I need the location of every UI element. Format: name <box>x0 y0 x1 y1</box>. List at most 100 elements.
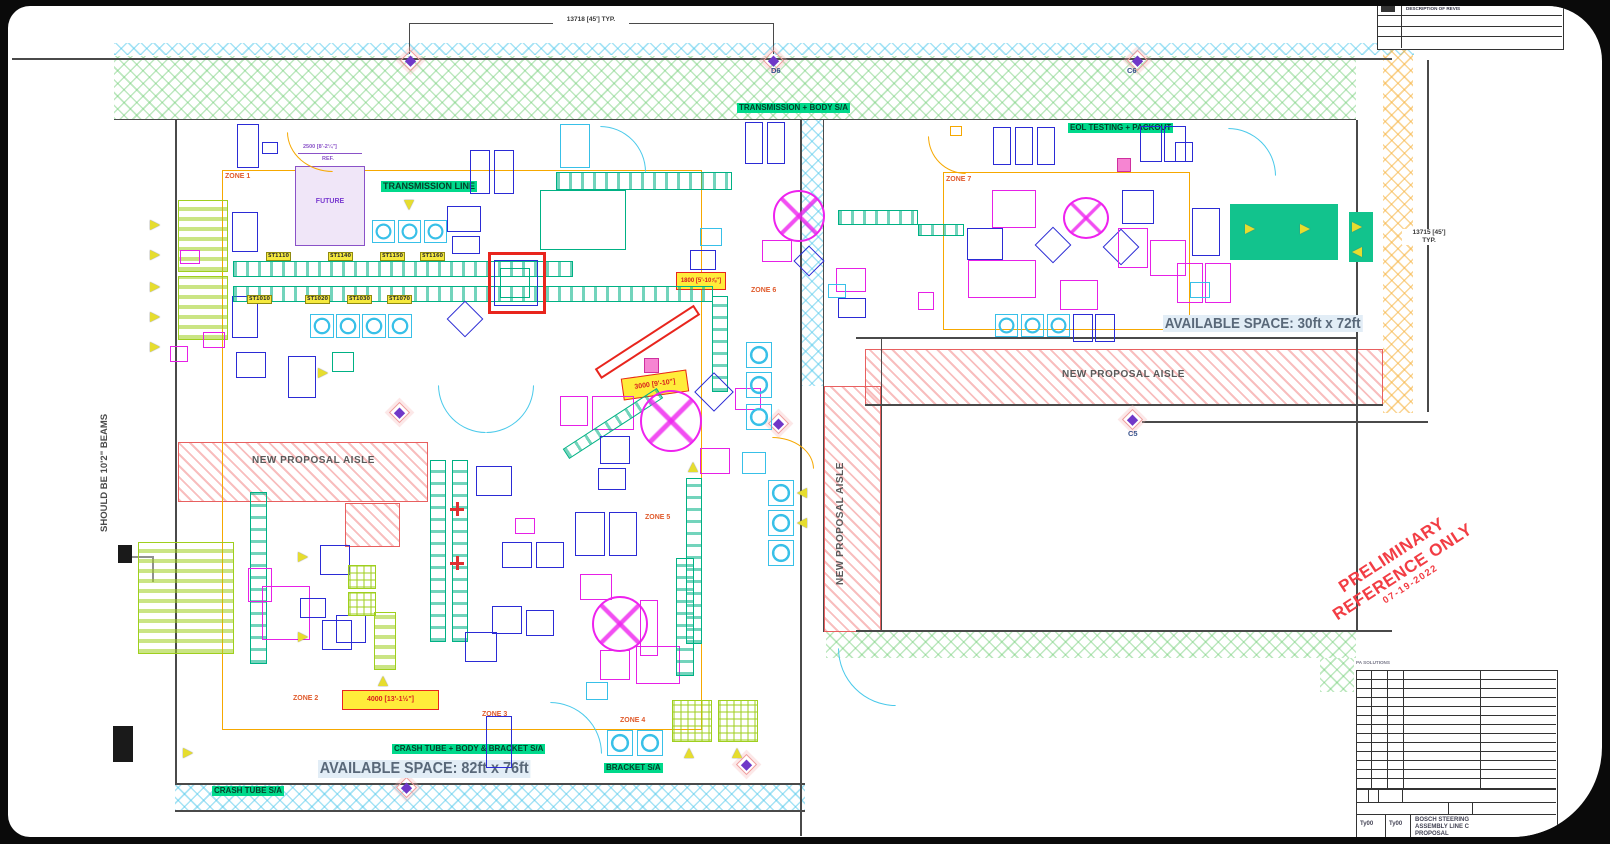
wall-line <box>1356 120 1358 632</box>
wall-line <box>823 120 824 632</box>
machine-block <box>447 206 481 232</box>
flow-arrow-icon <box>298 552 308 562</box>
conveyor <box>556 172 732 190</box>
title-block-cell: Ty00 <box>1389 821 1403 827</box>
door-swing-icon <box>600 126 646 172</box>
table-line <box>1356 724 1556 725</box>
grid-marker-label: D6 <box>771 66 781 75</box>
machine-block <box>918 292 934 310</box>
door-swing-icon <box>1228 128 1276 176</box>
machine-block <box>236 352 266 378</box>
wall-line <box>12 58 1392 60</box>
grid-marker-icon <box>1121 408 1144 431</box>
machine-block <box>967 228 1003 260</box>
machine-block <box>992 190 1036 228</box>
table-line <box>1377 26 1562 27</box>
flow-arrow-icon <box>732 748 742 758</box>
grid-marker-label: C6 <box>1127 66 1137 75</box>
machine-block <box>560 124 590 168</box>
wall-line <box>800 783 802 836</box>
aisle-label: NEW PROPOSAL AISLE <box>252 455 375 466</box>
table-line <box>1356 715 1556 716</box>
machine-block <box>560 396 588 426</box>
pallet-rack <box>138 542 234 654</box>
grid-marker-label: C5 <box>1128 429 1138 438</box>
pallet-station <box>362 314 386 338</box>
preliminary-stamp: PRELIMINARY REFERENCE ONLY 07-19-2022 <box>1304 494 1496 643</box>
machine-block <box>1190 282 1210 298</box>
machine-block <box>476 466 512 496</box>
table-line <box>1480 670 1481 788</box>
wall-line <box>175 810 805 812</box>
aisle-area <box>345 503 400 547</box>
grid-line <box>1142 421 1428 423</box>
table-line <box>1472 802 1473 814</box>
machine-block <box>767 122 785 164</box>
hatch-area <box>826 632 1356 658</box>
pallet-station <box>746 372 772 398</box>
machine-block <box>178 276 228 340</box>
table-line <box>1356 679 1556 680</box>
table-line <box>1385 814 1386 837</box>
table-line <box>1356 788 1556 790</box>
area-label: TRANSMISSION LINE <box>381 181 478 193</box>
machine-block <box>762 240 792 262</box>
pallet-station <box>746 342 772 368</box>
machine-block <box>742 452 766 474</box>
column-line <box>118 556 154 558</box>
machine-block <box>170 346 188 362</box>
station-tag: ST1020 <box>305 295 330 304</box>
table-line <box>1356 706 1556 707</box>
machine-block <box>700 228 722 246</box>
machine-block <box>526 610 554 636</box>
flow-arrow-icon <box>318 368 328 378</box>
machine-block <box>1118 228 1148 268</box>
aisle-area <box>824 386 881 632</box>
table-line <box>1356 733 1556 734</box>
future-label: FUTURE <box>315 198 345 205</box>
machine-block <box>1140 126 1162 162</box>
company-name: PA SOLUTIONS <box>1356 660 1390 665</box>
machine-block <box>1015 127 1033 165</box>
flow-arrow-icon <box>150 220 160 230</box>
machine-block <box>1037 127 1055 165</box>
table-line <box>1356 751 1556 752</box>
dimension-line <box>409 24 410 54</box>
cross-marker-icon <box>450 502 464 516</box>
machine-block <box>248 568 272 602</box>
flow-arrow-icon <box>797 518 807 528</box>
drawing-title-line2: ASSEMBLY LINE C <box>1415 824 1470 830</box>
pallet-station <box>995 314 1018 337</box>
pallet-station <box>768 510 794 536</box>
machine-block <box>465 632 497 662</box>
wall-line <box>175 783 805 785</box>
machine-block <box>232 212 258 252</box>
door-swing-icon <box>928 136 966 174</box>
table-line <box>1402 790 1403 802</box>
machine-block <box>1177 263 1203 303</box>
machine-block <box>494 260 538 306</box>
available-space-label: AVAILABLE SPACE: 30ft x 72ft <box>1163 315 1363 333</box>
pallet-rack <box>348 565 376 589</box>
machine-block <box>494 150 514 194</box>
stamp-line2: REFERENCE ONLY <box>1328 519 1476 624</box>
hatch-area <box>801 120 823 386</box>
machine-block <box>332 352 354 372</box>
table-line <box>1371 670 1372 788</box>
drawing-canvas: NEW PROPOSAL AISLE NEW PROPOSAL AISLE NE… <box>8 6 1602 837</box>
machine-block <box>288 356 316 398</box>
machine-block <box>745 122 763 164</box>
table-line <box>1356 760 1556 761</box>
area-label: CRASH TUBE + BODY & BRACKET S/A <box>392 744 546 754</box>
pallet-rack <box>672 700 712 742</box>
flow-arrow-icon <box>1352 247 1362 257</box>
title-block-cell: Ty00 <box>1360 821 1374 827</box>
machine-block <box>700 448 730 474</box>
marker-tag <box>1117 158 1131 172</box>
flow-arrow-icon <box>378 676 388 686</box>
wall-line <box>881 338 882 632</box>
pallet-station <box>398 220 421 243</box>
aisle-label: NEW PROPOSAL AISLE <box>835 462 846 585</box>
machine-block <box>262 586 310 640</box>
machine-block <box>586 682 608 700</box>
